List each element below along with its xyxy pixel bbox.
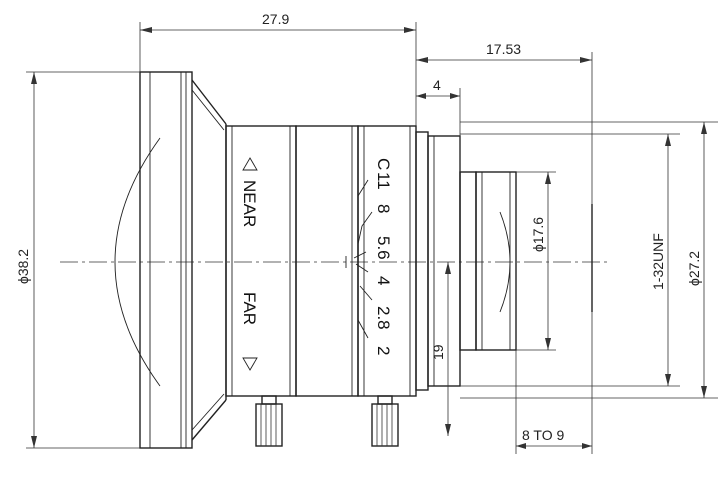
near-arrow-icon	[242, 157, 258, 171]
dim-flange-to-rear: 17.53	[416, 41, 593, 204]
focus-thumb-screw	[255, 395, 283, 447]
dim-flange-to-rear-label: 17.53	[486, 41, 521, 57]
dim-mount-step: 4	[416, 77, 461, 172]
aperture-mark-5-6: 5.6	[374, 236, 393, 260]
front-glass-arc	[114, 137, 161, 387]
near-label: NEAR	[240, 180, 259, 227]
dim-small: 19	[430, 262, 451, 436]
dim-total-length: 27.9	[139, 11, 417, 126]
aperture-mark-2-8: 2.8	[374, 306, 393, 330]
rear-mount	[415, 131, 593, 391]
far-label: FAR	[240, 292, 259, 325]
aperture-mark-c: C	[374, 158, 393, 170]
dim-back-focus: 8 TO 9	[515, 312, 593, 454]
iris-thumb-screw	[371, 395, 399, 447]
dim-mount-diameter-label: ϕ27.2	[686, 251, 702, 286]
focus-ring	[225, 125, 297, 397]
aperture-mark-2: 2	[374, 346, 393, 355]
dim-mount-thread-label: 1-32UNF	[650, 233, 666, 290]
aperture-mark-4: 4	[374, 276, 393, 285]
aperture-mark-8: 8	[374, 204, 393, 213]
front-hood	[114, 71, 227, 449]
dim-rear-element-diameter: ϕ17.6	[516, 171, 556, 351]
dim-rear-element-diameter-label: ϕ17.6	[530, 217, 546, 252]
aperture-mark-11: 11	[374, 172, 393, 190]
dim-mount-diameter: ϕ27.2	[460, 121, 718, 399]
dim-back-focus-label: 8 TO 9	[522, 427, 565, 443]
far-arrow-icon	[242, 357, 258, 371]
dim-front-diameter: ϕ38.2	[15, 71, 140, 449]
dim-mount-thread: 1-32UNF	[460, 133, 680, 387]
dim-mount-step-label: 4	[433, 77, 441, 93]
dim-small-label: 19	[430, 344, 446, 360]
middle-barrel	[295, 125, 359, 397]
dim-total-length-label: 27.9	[262, 11, 289, 27]
dim-front-diameter-label: ϕ38.2	[15, 249, 31, 284]
